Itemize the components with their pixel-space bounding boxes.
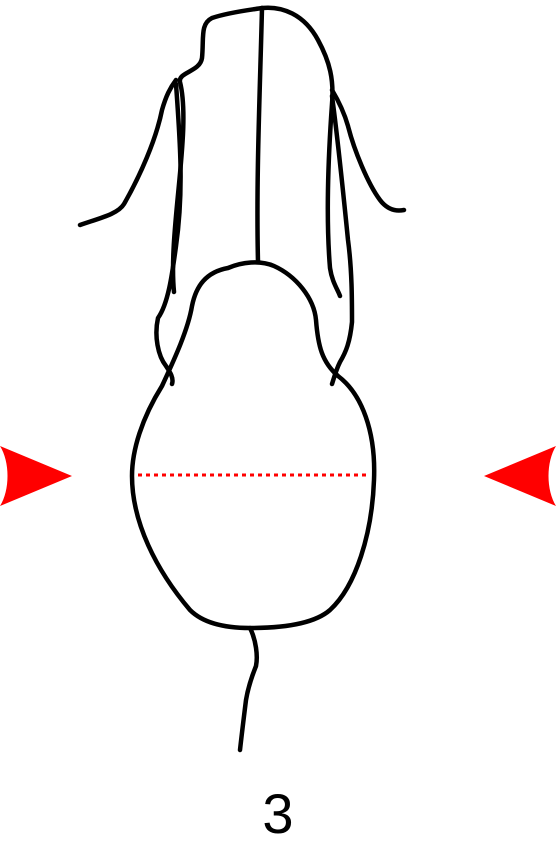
- arrowhead-right-icon: [0, 446, 72, 506]
- arrowhead-left-icon: [484, 446, 556, 506]
- tail-line: [237, 625, 259, 753]
- center-line: [255, 5, 265, 265]
- left-inner-contour: [154, 81, 183, 387]
- figure-number: 3: [262, 782, 294, 845]
- left-wing-line: [77, 77, 179, 228]
- right-wing-line: [329, 87, 407, 213]
- right-inner-contour: [329, 93, 355, 387]
- lower-body-outline: [129, 260, 377, 631]
